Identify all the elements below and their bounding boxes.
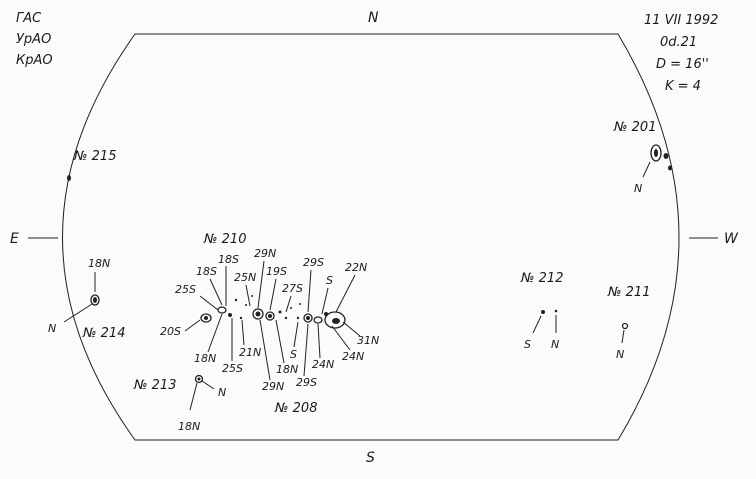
observation-date: 11 VII 1992 xyxy=(644,13,718,28)
group-201-spot-c xyxy=(668,165,672,171)
observatory-gas: ГАС xyxy=(16,11,42,26)
label-18s-b: 18S xyxy=(196,265,217,278)
observation-diameter: D = 16'' xyxy=(656,57,709,72)
label-19s: 19S xyxy=(266,265,287,278)
group-201-leader xyxy=(642,161,651,178)
group-211-n: N xyxy=(616,348,624,361)
group-211-spot xyxy=(621,322,629,330)
group-215-label: № 215 xyxy=(73,149,116,164)
label-25s-a: 25S xyxy=(175,283,196,296)
label-25n-a: 25N xyxy=(234,271,256,284)
group-201-spot-b xyxy=(663,153,669,159)
label-21n: 21N xyxy=(239,346,261,359)
label-29s-a: 29S xyxy=(303,256,324,269)
group-213-n: N xyxy=(218,386,226,399)
label-s-a: S xyxy=(326,274,333,287)
label-s-b: S xyxy=(290,348,297,361)
group-213-18n: 18N xyxy=(178,420,200,433)
label-18n-b: 18N xyxy=(276,363,298,376)
group-213-label: № 213 xyxy=(133,378,176,393)
observation-time: 0d.21 xyxy=(660,35,697,50)
direction-east: E xyxy=(10,231,19,247)
group-212-n: N xyxy=(551,338,559,351)
group-201-polarity: N xyxy=(634,182,642,195)
group-212-spot-s xyxy=(541,310,545,314)
label-29s-b: 29S xyxy=(296,376,317,389)
label-18n-a: 18N xyxy=(194,352,216,365)
group-208-label: № 208 xyxy=(274,401,317,416)
group-213-spot xyxy=(194,374,204,384)
group-201-spot-a xyxy=(650,144,662,162)
group-213-core xyxy=(197,377,201,381)
group-212-spot-n xyxy=(554,309,558,313)
group-214-core xyxy=(93,297,97,303)
group-210-208-leaders xyxy=(184,260,361,381)
label-18s-a: 18S xyxy=(218,253,239,266)
group-214-spot xyxy=(90,294,100,306)
label-27s: 27S xyxy=(282,282,303,295)
label-29n-a: 29N xyxy=(254,247,276,260)
group-211-label: № 211 xyxy=(607,285,650,300)
observation-k: K = 4 xyxy=(665,79,701,94)
direction-south: S xyxy=(366,450,375,466)
group-212-label: № 212 xyxy=(520,271,563,286)
group-213-leader-n xyxy=(201,380,215,390)
label-20s: 20S xyxy=(160,325,181,338)
label-25s-b: 25S xyxy=(222,362,243,375)
group-201-label: № 201 xyxy=(613,120,656,135)
group-214-label: № 214 xyxy=(82,326,125,341)
group-210-208-spots xyxy=(200,295,346,329)
group-214-leader-n xyxy=(63,303,93,323)
group-212-s: S xyxy=(524,338,531,351)
group-215-spot xyxy=(67,175,71,181)
group-214-n: N xyxy=(48,322,56,335)
label-24n-b: 24N xyxy=(342,350,364,363)
observatory-uraao: УрАО xyxy=(16,32,51,47)
direction-west: W xyxy=(724,231,739,247)
group-213-leader-18n xyxy=(189,382,198,411)
solar-disk-outline xyxy=(62,33,680,441)
group-212-leader-s xyxy=(532,315,542,334)
group-210-label: № 210 xyxy=(203,232,246,247)
label-22n: 22N xyxy=(345,261,367,274)
direction-north: N xyxy=(368,10,379,26)
group-211-leader xyxy=(621,329,625,344)
label-24n-a: 24N xyxy=(312,358,334,371)
observatory-kraao: КрАО xyxy=(16,53,53,68)
group-214-18n: 18N xyxy=(88,257,110,270)
label-31n: 31N xyxy=(357,334,379,347)
group-201-core xyxy=(654,149,658,157)
label-29n-b: 29N xyxy=(262,380,284,393)
